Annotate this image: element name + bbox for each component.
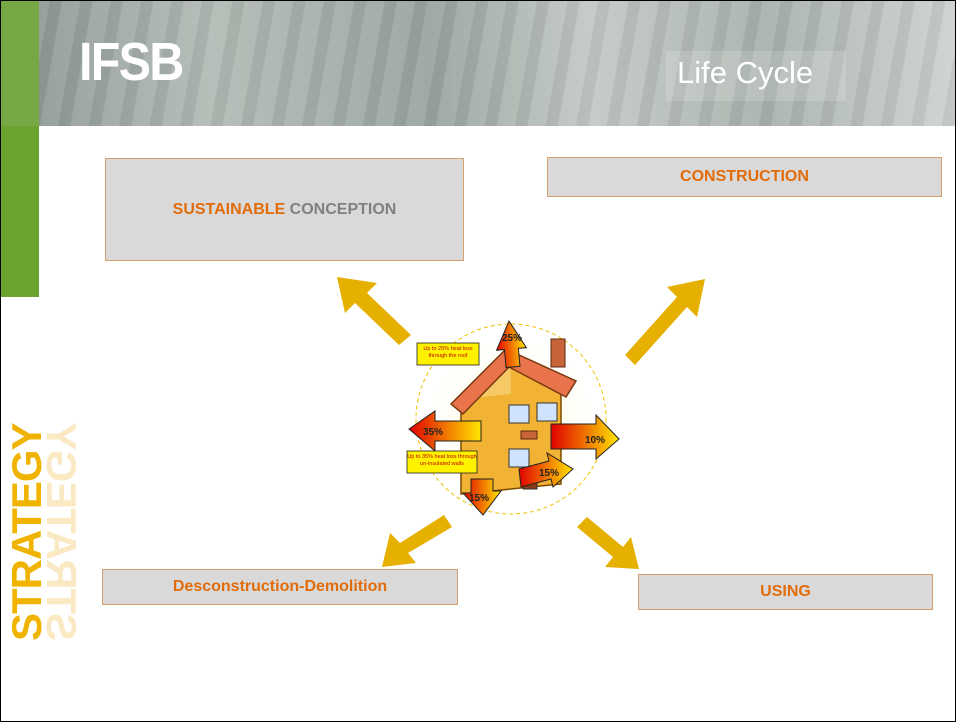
arrow-to-conception [337, 277, 411, 345]
wall-note: Up to 35% heat loss through un-insulated… [407, 454, 477, 467]
title-background [666, 51, 846, 101]
left-wall-pct-label: 35% [423, 427, 443, 438]
right-pct-label: 10% [585, 435, 605, 446]
using-box: USING [638, 574, 933, 610]
banner-photo-texture [1, 1, 955, 126]
demolition-label: Desconstruction-Demolition [172, 578, 388, 595]
ifsb-logo: IFSB [79, 32, 184, 92]
strategy-vertical-label: STRATEGY STRATEGY [3, 423, 85, 641]
arrow-to-demolition [382, 515, 452, 567]
conception-box: SUSTAINABLE CONCEPTION [105, 158, 464, 261]
conception-label-part2: CONCEPTION [285, 200, 397, 218]
roof-pct-label: 25% [502, 333, 522, 344]
using-label: USING [760, 583, 811, 600]
page-title: Life Cycle [677, 55, 814, 90]
demolition-box: Desconstruction-Demolition [102, 569, 458, 605]
house-heat-loss-illustration: 25% 35% 10% 15% 15% Up to 25% heat loss … [406, 320, 620, 516]
door-pct-label: 15% [539, 468, 559, 479]
arrow-to-using [577, 517, 639, 569]
arrow-to-construction [625, 279, 705, 365]
roof-note: Up to 25% heat loss through the roof [423, 346, 473, 359]
floor-pct-label: 15% [469, 493, 489, 504]
construction-label: CONSTRUCTION [680, 168, 809, 185]
construction-box: CONSTRUCTION [547, 157, 942, 197]
green-accent-bar [1, 1, 39, 297]
header-banner [1, 1, 955, 126]
strategy-reflection: STRATEGY [38, 423, 85, 641]
conception-label-part1: SUSTAINABLE [172, 200, 286, 218]
